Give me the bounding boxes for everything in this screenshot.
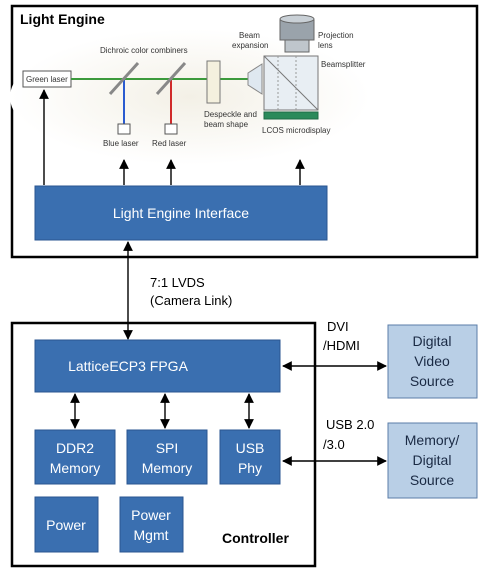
digital-video-source-block [387, 324, 478, 399]
power-mgmt-block [119, 496, 184, 553]
spi-label-2: Memory [142, 460, 193, 476]
light-engine-section: Light Engine Green laser Dichroic color … [10, 4, 479, 259]
despeckle-element [206, 60, 221, 104]
dvi-label-1: DVI [327, 319, 349, 334]
power-block [34, 496, 99, 553]
power-mgmt-label-1: Power [131, 507, 171, 523]
memory-source-label-3: Source [410, 472, 455, 488]
memory-source-label-2: Digital [413, 452, 452, 468]
usb-label-2: /3.0 [323, 437, 345, 452]
blue-laser-label: Blue laser [103, 139, 139, 148]
green-laser-label: Green laser [26, 75, 68, 84]
power-label: Power [46, 517, 86, 533]
dichroic-mirror-2 [155, 61, 187, 96]
lcos-panel [263, 111, 319, 120]
lvds-label-2: (Camera Link) [150, 293, 232, 308]
beam-expansion-label-1: Beam [239, 31, 260, 40]
light-engine-interface-block [34, 185, 328, 241]
controller-frame [10, 321, 317, 568]
beamsplitter-diagonal [263, 55, 319, 111]
usb-phy-label-2: Phy [238, 460, 262, 476]
video-source-label-1: Digital [413, 333, 452, 349]
projection-lens-top [279, 14, 315, 24]
light-engine-frame [10, 4, 479, 259]
usb-phy-block [219, 429, 281, 485]
power-mgmt-label-2: Mgmt [134, 527, 169, 543]
blue-laser-icon [117, 123, 131, 135]
dichroic-mirror-1 [108, 61, 140, 96]
ddr2-label-1: DDR2 [56, 440, 94, 456]
ddr2-label-2: Memory [50, 460, 101, 476]
memory-source-label-1: Memory/ [405, 432, 460, 448]
spi-memory-block [126, 429, 208, 485]
video-source-label-3: Source [410, 373, 455, 389]
usb-phy-label-1: USB [236, 440, 265, 456]
optics-illustration: Green laser Dichroic color combiners Blu… [10, 14, 370, 165]
projection-lens-barrel [284, 39, 310, 53]
light-engine-interface-label: Light Engine Interface [113, 205, 249, 221]
projection-lens-label-1: Projection [318, 31, 354, 40]
dichroic-label: Dichroic color combiners [100, 46, 188, 55]
lcos-label: LCOS microdisplay [262, 126, 330, 135]
projection-lens-label-2: lens [318, 41, 333, 50]
red-laser-label: Red laser [152, 139, 187, 148]
ddr2-memory-block [34, 429, 116, 485]
beam-expansion-label-2: expansion [232, 41, 268, 50]
light-engine-title: Light Engine [20, 11, 105, 27]
memory-digital-source-block [387, 422, 478, 499]
fpga-label: LatticeECP3 FPGA [68, 358, 188, 374]
controller-title: Controller [222, 530, 289, 546]
beamsplitter-label: Beamsplitter [321, 60, 366, 69]
beam-expander-icon [247, 63, 263, 95]
despeckle-label-2: beam shape [204, 120, 249, 129]
video-source-label-2: Video [414, 353, 450, 369]
dvi-label-2: /HDMI [323, 338, 360, 353]
red-laser-icon [164, 123, 178, 135]
usb-label-1: USB 2.0 [326, 417, 374, 432]
spi-label-1: SPI [156, 440, 179, 456]
lvds-label-1: 7:1 LVDS [150, 275, 205, 290]
controller-section: Controller LatticeECP3 FPGA DDR2 Memory … [10, 321, 317, 568]
despeckle-label-1: Despeckle and [204, 110, 257, 119]
fpga-block [34, 339, 281, 393]
